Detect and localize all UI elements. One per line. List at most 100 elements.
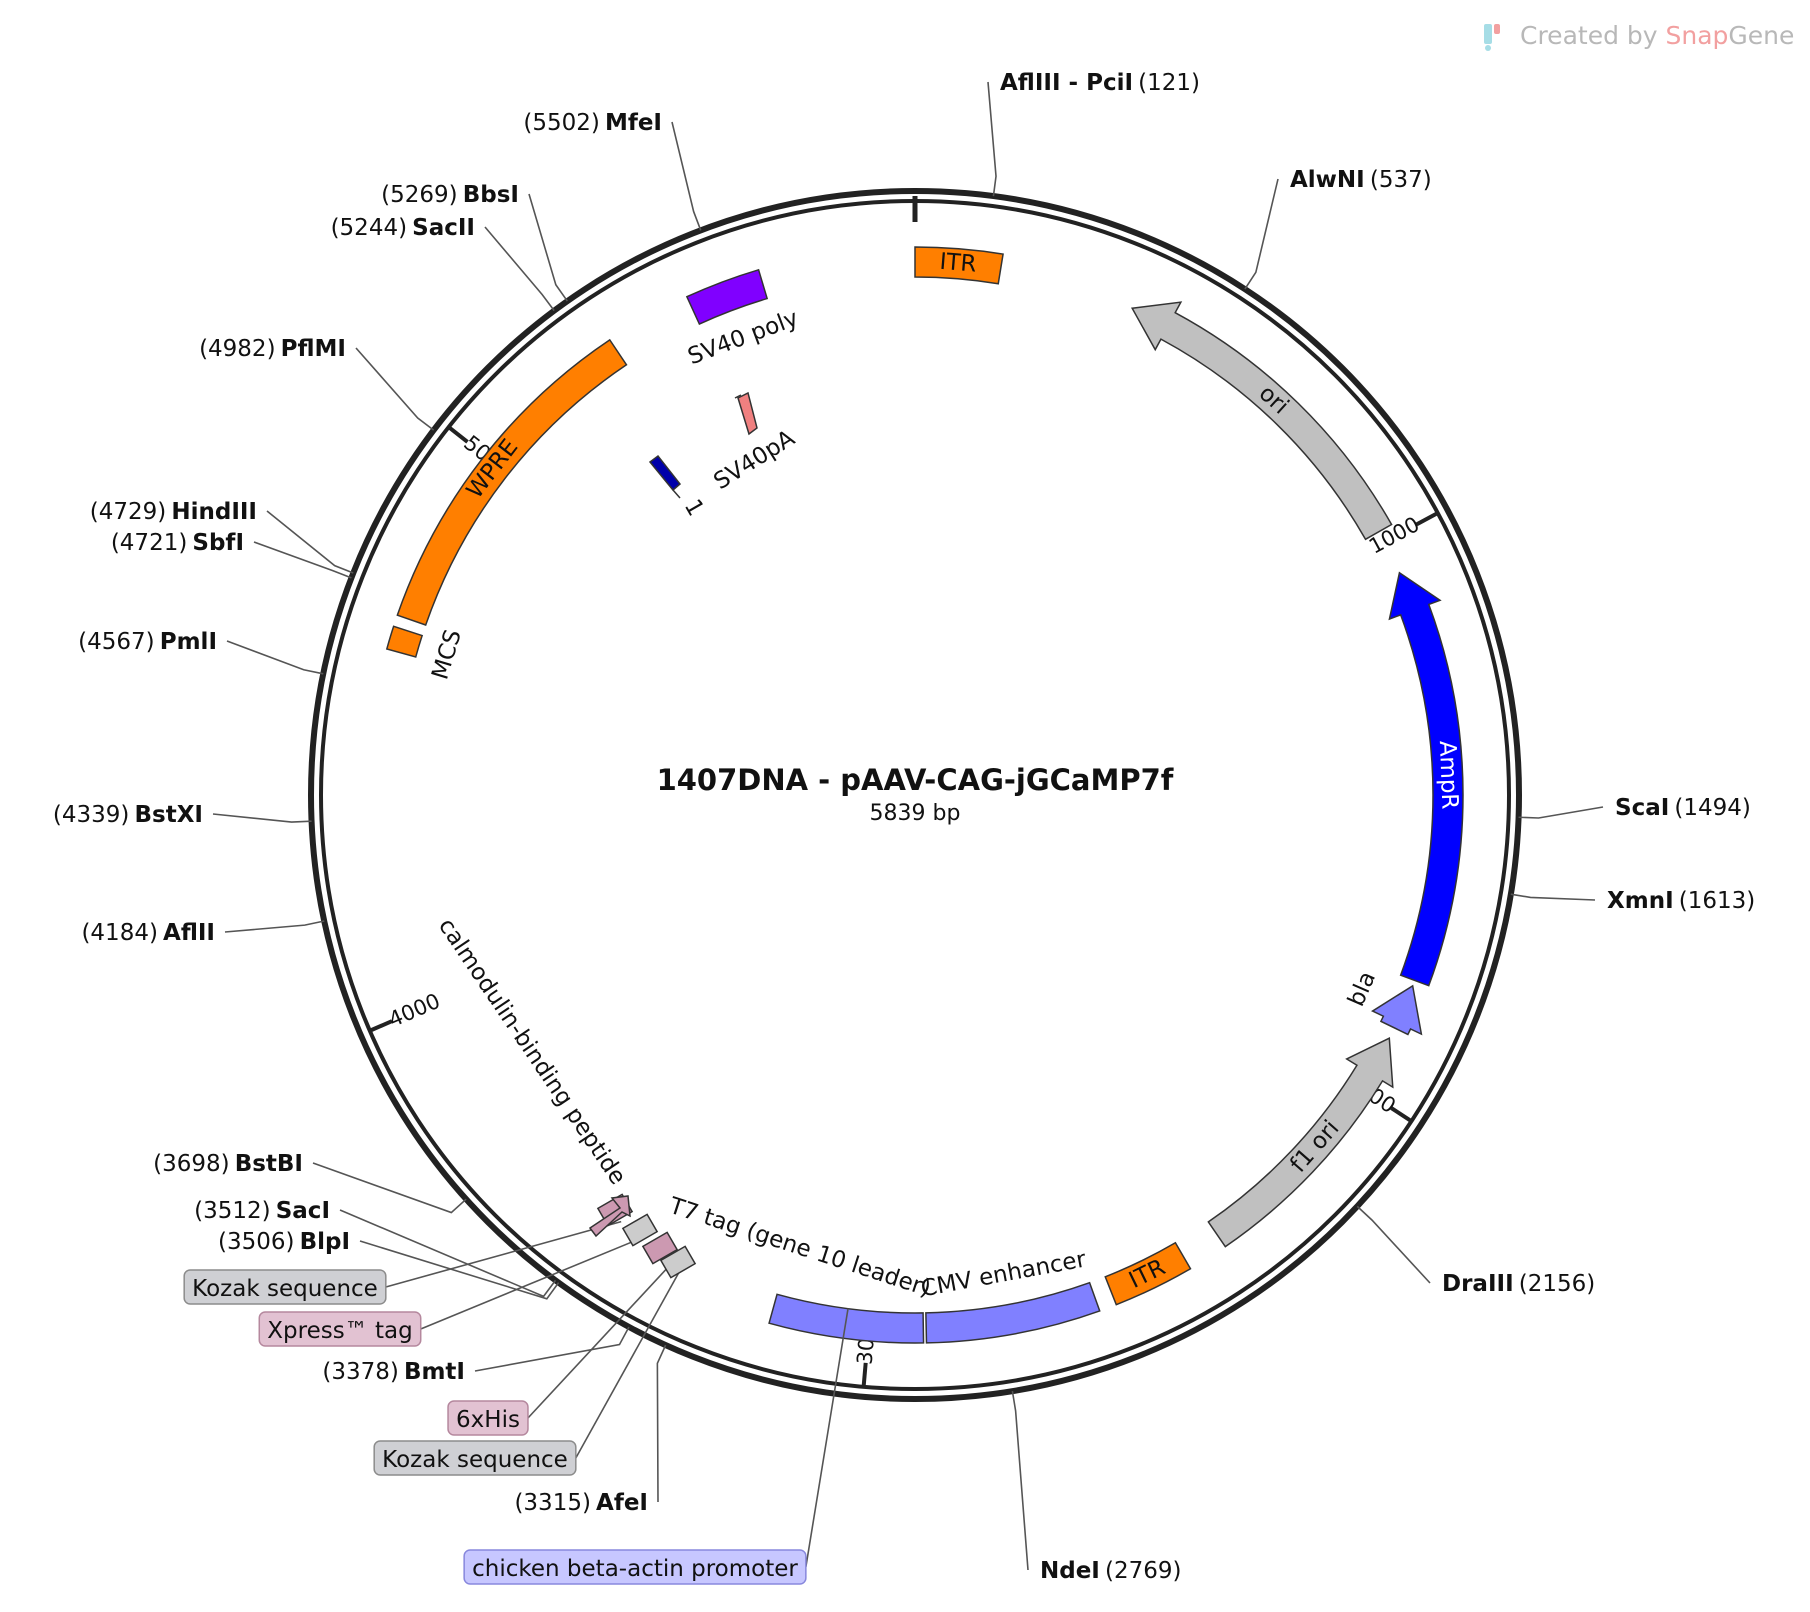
site-name-afei: AfeI — [596, 1490, 648, 1516]
snapgene-logo-icon — [1484, 24, 1500, 51]
site-name-pmli: PmlI — [160, 629, 217, 655]
origin-one-label: 1 — [679, 495, 709, 521]
site-name-hindiii: HindIII — [171, 499, 257, 525]
site-num-sbfi: (4721) — [111, 530, 187, 556]
feature-arc-ori[interactable] — [1130, 301, 1393, 541]
boxed-feature-chicken-beta-actin-promoter-4[interactable] — [463, 1549, 807, 1585]
boxed-feature-label-chicken-beta-actin-promoter-4: chicken beta-actin promoter — [472, 1556, 798, 1582]
site-leader-mfei — [671, 121, 702, 231]
site-label-hindiii[interactable]: (4729) HindIII — [90, 499, 257, 525]
site-num-bmti: (3378) — [322, 1359, 398, 1385]
feature-arc-ampr[interactable] — [1388, 571, 1464, 987]
ticks-layer: 10002000300040005000 — [368, 425, 1439, 1387]
site-leader-ndei — [1011, 1390, 1029, 1571]
site-label-scai[interactable]: ScaI (1494) — [1615, 795, 1751, 821]
site-name-bbsi: BbsI — [463, 182, 519, 208]
site-num-saci: (3512) — [194, 1198, 270, 1224]
boxed-feature-label-kozak-sequence-3: Kozak sequence — [382, 1447, 568, 1473]
site-name-bstxi: BstXI — [134, 802, 203, 828]
site-name-sacii: SacII — [412, 215, 475, 241]
site-name-bstbi: BstBI — [235, 1151, 303, 1177]
site-name-xmni: XmnI — [1607, 888, 1674, 914]
boxed-leader-6xhis-2 — [527, 1255, 680, 1419]
site-num-ndei: (2769) — [1105, 1558, 1181, 1584]
site-leader-blpi — [359, 1240, 560, 1300]
feature-arc-mcs[interactable] — [385, 625, 424, 658]
feature-arc-sv40poly[interactable] — [685, 268, 769, 326]
backbone-outer-ring — [308, 188, 1522, 1402]
site-leader-bstxi — [212, 813, 312, 823]
site-label-alwni[interactable]: AlwNI (537) — [1290, 167, 1432, 193]
site-num-bbsi: (5269) — [381, 182, 457, 208]
site-label-xmni[interactable]: XmnI (1613) — [1607, 888, 1755, 914]
site-leader-xmni — [1510, 893, 1596, 901]
site-leader-afliii-pcii — [987, 81, 997, 197]
site-label-ndei[interactable]: NdeI (2769) — [1040, 1558, 1181, 1584]
site-name-mfei: MfeI — [605, 110, 662, 136]
site-label-bstbi[interactable]: (3698) BstBI — [153, 1151, 303, 1177]
site-label-blpi[interactable]: (3506) BlpI — [218, 1229, 350, 1255]
small-feature-tag2[interactable] — [621, 1213, 659, 1247]
feature-arc-f1ori[interactable] — [1207, 1036, 1394, 1248]
small-tag-features — [588, 1193, 697, 1279]
site-num-xmni: (1613) — [1679, 888, 1755, 914]
boxed-feature-6xhis-2[interactable] — [447, 1400, 529, 1436]
site-leader-aflii — [224, 920, 325, 933]
tick-mark-3000 — [861, 1362, 868, 1387]
feature-arc-bla[interactable] — [1370, 984, 1423, 1036]
t7-tag-label: T7 tag (gene 10 leader) — [665, 1193, 934, 1302]
site-label-bbsi[interactable]: (5269) BbsI — [381, 182, 519, 208]
site-label-bmti[interactable]: (3378) BmtI — [322, 1359, 465, 1385]
boxed-feature-xpress-tag-1[interactable] — [258, 1311, 422, 1347]
site-leader-draiii — [1356, 1205, 1431, 1284]
site-num-mfei: (5502) — [523, 110, 599, 136]
site-label-afei[interactable]: (3315) AfeI — [514, 1490, 648, 1516]
tick-label-4000: 4000 — [385, 989, 444, 1032]
boxed-feature-kozak-sequence-0[interactable] — [183, 1269, 387, 1305]
site-num-alwni: (537) — [1370, 167, 1432, 193]
boxed-leader-chicken-beta-actin-promoter-4 — [805, 1308, 849, 1568]
sv40pa-feature — [734, 391, 758, 436]
site-num-pmli: (4567) — [78, 629, 154, 655]
plasmid-length: 5839 bp — [870, 801, 961, 826]
boxed-leader-kozak-sequence-0 — [385, 1220, 622, 1288]
plasmid-title: 1407DNA - pAAV-CAG-jGCaMP7f — [657, 763, 1174, 797]
site-leader-scai — [1518, 806, 1604, 819]
feature-arc-wpre[interactable] — [396, 338, 628, 626]
site-label-sacii[interactable]: (5244) SacII — [331, 215, 475, 241]
site-leader-alwni — [1244, 178, 1279, 290]
site-label-pflmi[interactable]: (4982) PflMI — [199, 336, 346, 362]
site-label-afliii-pcii[interactable]: AflIII - PciI (121) — [1000, 70, 1200, 96]
calmodulin-arrow[interactable] — [588, 1195, 631, 1238]
site-label-aflii[interactable]: (4184) AflII — [81, 920, 215, 946]
site-num-pflmi: (4982) — [199, 336, 275, 362]
site-label-saci[interactable]: (3512) SacI — [194, 1198, 330, 1224]
site-leader-pmli — [226, 640, 324, 675]
site-label-pmli[interactable]: (4567) PmlI — [78, 629, 217, 655]
feature-label-ampr: AmpR — [1434, 740, 1463, 810]
boxed-feature-kozak-sequence-3[interactable] — [373, 1440, 577, 1476]
site-leader-sacii — [484, 226, 555, 312]
sv40pa-label: SV40pA — [709, 425, 799, 495]
site-num-afliii-pcii: (121) — [1138, 70, 1200, 96]
site-label-sbfi[interactable]: (4721) SbfI — [111, 530, 244, 556]
site-num-bstbi: (3698) — [153, 1151, 229, 1177]
site-name-aflii: AflII — [163, 920, 215, 946]
feature-arc-itr1[interactable] — [914, 246, 1004, 285]
boxed-feature-label-xpress-tag-1: Xpress™ tag — [267, 1318, 412, 1344]
small-feature-tag4[interactable] — [659, 1245, 697, 1279]
site-label-draiii[interactable]: DraIII (2156) — [1442, 1271, 1595, 1297]
site-label-bstxi[interactable]: (4339) BstXI — [53, 802, 203, 828]
feature-arc-itr2[interactable] — [1104, 1241, 1192, 1306]
site-num-hindiii: (4729) — [90, 499, 166, 525]
feature-arc-cmv[interactable] — [925, 1281, 1101, 1344]
site-num-aflii: (4184) — [81, 920, 157, 946]
site-name-sbfi: SbfI — [192, 530, 244, 556]
tick-mark-2000 — [1390, 1106, 1413, 1123]
small-feature-tag3[interactable] — [641, 1231, 679, 1265]
site-leader-sbfi — [253, 541, 352, 579]
site-label-mfei[interactable]: (5502) MfeI — [523, 110, 662, 136]
watermark-prefix: Created by — [1520, 21, 1666, 50]
feature-label-mcs: MCS — [427, 627, 466, 683]
